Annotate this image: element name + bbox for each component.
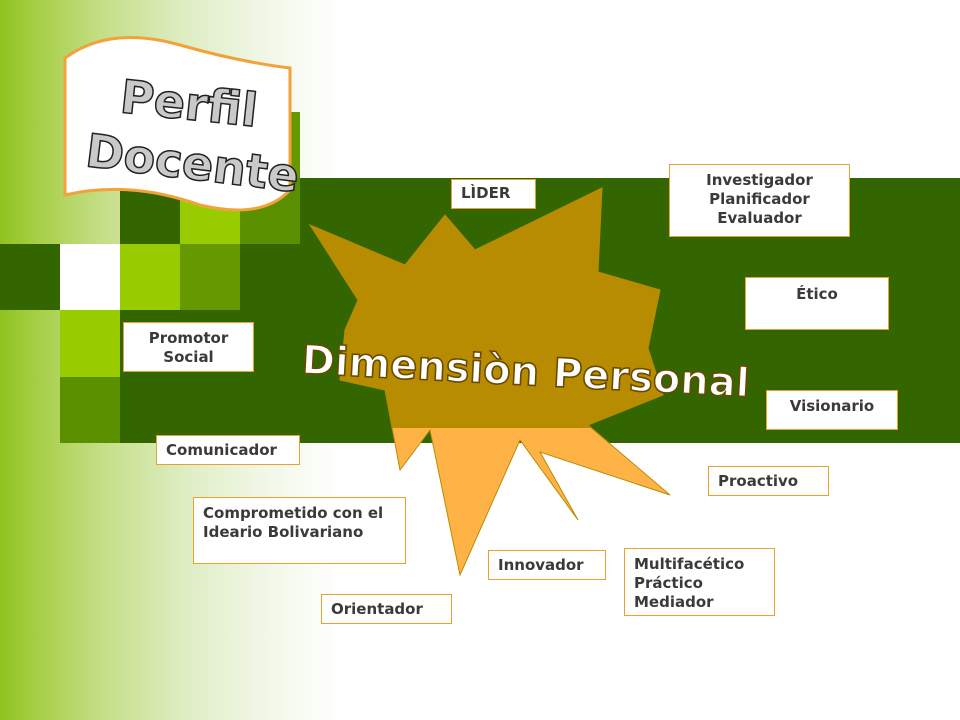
label-etico: Ético	[796, 285, 838, 303]
deco-square	[60, 244, 120, 310]
label-innovador: Innovador	[498, 556, 584, 574]
box-proactivo: Proactivo	[708, 466, 829, 496]
box-comunicador: Comunicador	[156, 435, 300, 465]
label-planificador: Planificador	[709, 190, 810, 208]
label-evaluador: Evaluador	[717, 209, 802, 227]
deco-square	[60, 377, 120, 443]
label-lider: LÌDER	[461, 184, 511, 202]
label-ideario: Ideario Bolivariano	[203, 523, 364, 541]
label-mediador: Mediador	[634, 593, 714, 611]
label-multifacetico: Multifacético	[634, 555, 745, 573]
label-comunicador: Comunicador	[166, 441, 277, 459]
box-orientador: Orientador	[321, 594, 452, 624]
deco-square	[0, 244, 60, 310]
box-etico: Ético	[745, 277, 889, 330]
label-investigador: Investigador	[706, 171, 813, 189]
label-orientador: Orientador	[331, 600, 423, 618]
box-innovador: Innovador	[488, 550, 606, 580]
box-visionario: Visionario	[766, 390, 898, 430]
label-proactivo: Proactivo	[718, 472, 799, 490]
deco-square	[60, 310, 120, 377]
label-social: Social	[163, 348, 214, 366]
label-practico: Práctico	[634, 574, 703, 592]
box-lider: LÌDER	[451, 179, 536, 209]
banner-flag	[63, 36, 292, 212]
label-comprometido: Comprometido con el	[203, 504, 384, 522]
deco-square	[180, 244, 240, 310]
box-investigador: Investigador Planificador Evaluador	[669, 164, 850, 237]
label-promotor: Promotor	[148, 329, 229, 347]
central-star	[308, 187, 671, 577]
box-multifacetico: Multifacético Práctico Mediador	[624, 548, 775, 616]
label-visionario: Visionario	[789, 397, 875, 415]
deco-square	[120, 244, 180, 310]
box-comprometido: Comprometido con el Ideario Bolivariano	[193, 497, 406, 564]
box-promotor: Promotor Social	[123, 322, 254, 372]
